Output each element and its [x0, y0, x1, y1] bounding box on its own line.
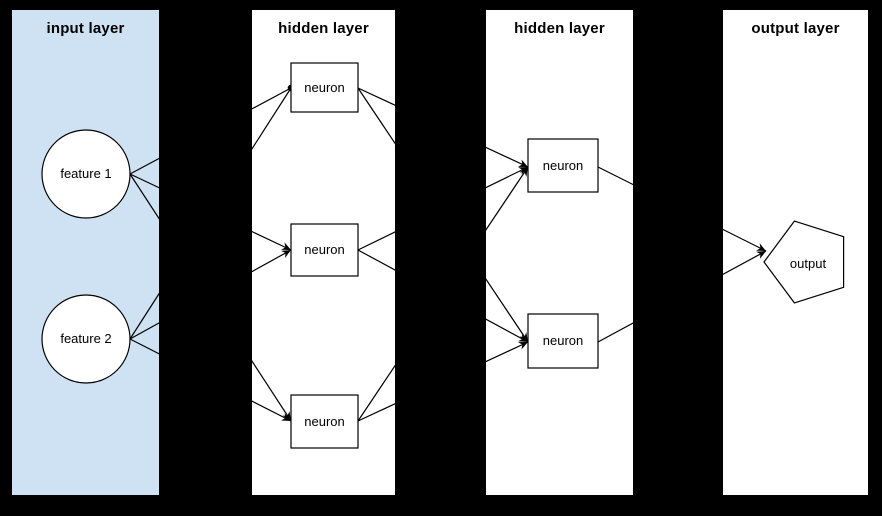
edges-clipped-group — [129, 84, 767, 422]
panel-title-hidden-layer-1: hidden layer — [278, 20, 369, 37]
panel-input-layer: input layer — [12, 10, 159, 495]
panel-title-input-layer: input layer — [46, 20, 125, 37]
panel-output-layer: output layer — [723, 10, 868, 495]
panel-title-output-layer: output layer — [751, 20, 840, 37]
panel-hidden-layer-2: hidden layer — [486, 10, 633, 495]
panel-hidden-layer-1: hidden layer — [252, 10, 395, 495]
panel-title-hidden-layer-2: hidden layer — [514, 20, 605, 37]
